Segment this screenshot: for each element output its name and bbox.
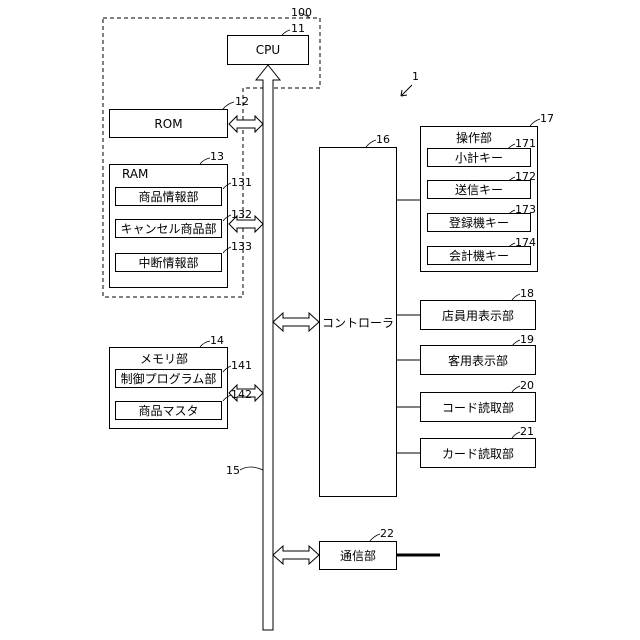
clerk-display-label: 店員用表示部 [442, 307, 514, 324]
communication-label: 通信部 [340, 547, 376, 564]
ram-cancel-product-label: キャンセル商品部 [120, 220, 216, 237]
clerk-display-box: 店員用表示部 [420, 300, 536, 330]
connector-rom-bus [229, 116, 263, 132]
cpu-box: CPU [227, 35, 309, 65]
memory-control-program-label: 制御プログラム部 [121, 370, 217, 387]
ram-product-info-label: 商品情報部 [138, 188, 198, 205]
op-subtotal-key-box: 小計キー [427, 148, 531, 167]
op-send-key-box: 送信キー [427, 180, 531, 199]
op-checkout-key-box: 会計機キー [427, 246, 531, 265]
ref-12: 12 [235, 95, 249, 108]
rom-box: ROM [109, 109, 228, 138]
ref-18: 18 [520, 287, 534, 300]
communication-box: 通信部 [319, 541, 397, 570]
ref-22: 22 [380, 527, 394, 540]
ref-142: 142 [231, 388, 252, 401]
code-reader-box: コード読取部 [420, 392, 536, 422]
operation-title: 操作部 [456, 129, 492, 146]
memory-title: メモリ部 [140, 350, 188, 367]
op-subtotal-key-label: 小計キー [455, 149, 503, 166]
op-register-key-label: 登録機キー [449, 214, 509, 231]
ref-16: 16 [376, 133, 390, 146]
customer-display-label: 客用表示部 [448, 352, 508, 369]
ram-title: RAM [122, 167, 148, 181]
device-ref-arrow [401, 85, 412, 96]
bus-line [256, 65, 280, 630]
ref-15: 15 [226, 464, 240, 477]
rom-label: ROM [154, 117, 182, 131]
ref-132: 132 [231, 208, 252, 221]
controller-box: コントローラ [319, 147, 397, 497]
op-checkout-key-label: 会計機キー [449, 247, 509, 264]
ref-14: 14 [210, 334, 224, 347]
memory-control-program-box: 制御プログラム部 [115, 369, 222, 388]
ref-17: 17 [540, 112, 554, 125]
ref-11: 11 [291, 22, 305, 35]
ram-suspend-info-box: 中断情報部 [115, 253, 222, 272]
ref-131: 131 [231, 176, 252, 189]
controller-label: コントローラ [322, 314, 394, 331]
ref-13: 13 [210, 150, 224, 163]
memory-product-master-box: 商品マスタ [115, 401, 222, 420]
customer-display-box: 客用表示部 [420, 345, 536, 375]
ref-1: 1 [412, 70, 419, 83]
ref-20: 20 [520, 379, 534, 392]
cpu-label: CPU [256, 43, 280, 57]
ref-100: 100 [291, 6, 312, 19]
ref-133: 133 [231, 240, 252, 253]
memory-product-master-label: 商品マスタ [138, 402, 198, 419]
op-register-key-box: 登録機キー [427, 213, 531, 232]
card-reader-label: カード読取部 [442, 445, 514, 462]
ram-product-info-box: 商品情報部 [115, 187, 222, 206]
ram-cancel-product-box: キャンセル商品部 [115, 219, 222, 238]
ref-21: 21 [520, 425, 534, 438]
ref-141: 141 [231, 359, 252, 372]
op-send-key-label: 送信キー [455, 181, 503, 198]
connector-communication-bus [273, 546, 319, 564]
card-reader-box: カード読取部 [420, 438, 536, 468]
ram-suspend-info-label: 中断情報部 [138, 254, 198, 271]
connector-controller-bus [273, 313, 319, 331]
controller-links [397, 200, 420, 453]
code-reader-label: コード読取部 [442, 399, 514, 416]
